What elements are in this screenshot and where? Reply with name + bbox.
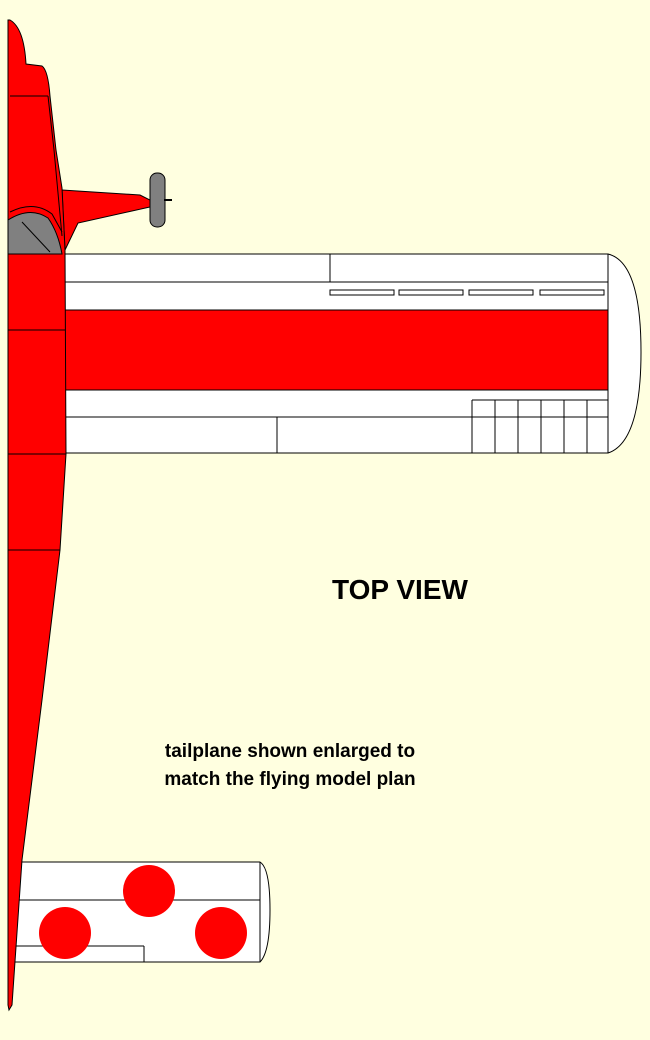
note-line-2: match the flying model plan bbox=[164, 769, 416, 790]
canopy-frame bbox=[9, 206, 63, 233]
landing-wheel bbox=[149, 172, 166, 228]
wing-panel-lines bbox=[62, 254, 609, 453]
roundel bbox=[39, 907, 91, 959]
note-line-1: tailplane shown enlarged to bbox=[164, 741, 416, 762]
wing-red-stripe bbox=[62, 310, 608, 390]
aileron-slots bbox=[329, 289, 605, 296]
cockpit-canopy bbox=[7, 212, 63, 255]
roundel bbox=[195, 907, 247, 959]
landing-gear-strut bbox=[61, 189, 151, 251]
flap-segments bbox=[471, 399, 608, 453]
tailplane-note: tailplane shown enlarged to match the fl… bbox=[110, 738, 470, 794]
roundel bbox=[123, 865, 175, 917]
canopy-frame-diagonal bbox=[21, 221, 51, 253]
fuselage bbox=[7, 19, 67, 1012]
fuselage-panel-lines bbox=[8, 95, 66, 551]
view-title: TOP VIEW bbox=[332, 574, 468, 605]
